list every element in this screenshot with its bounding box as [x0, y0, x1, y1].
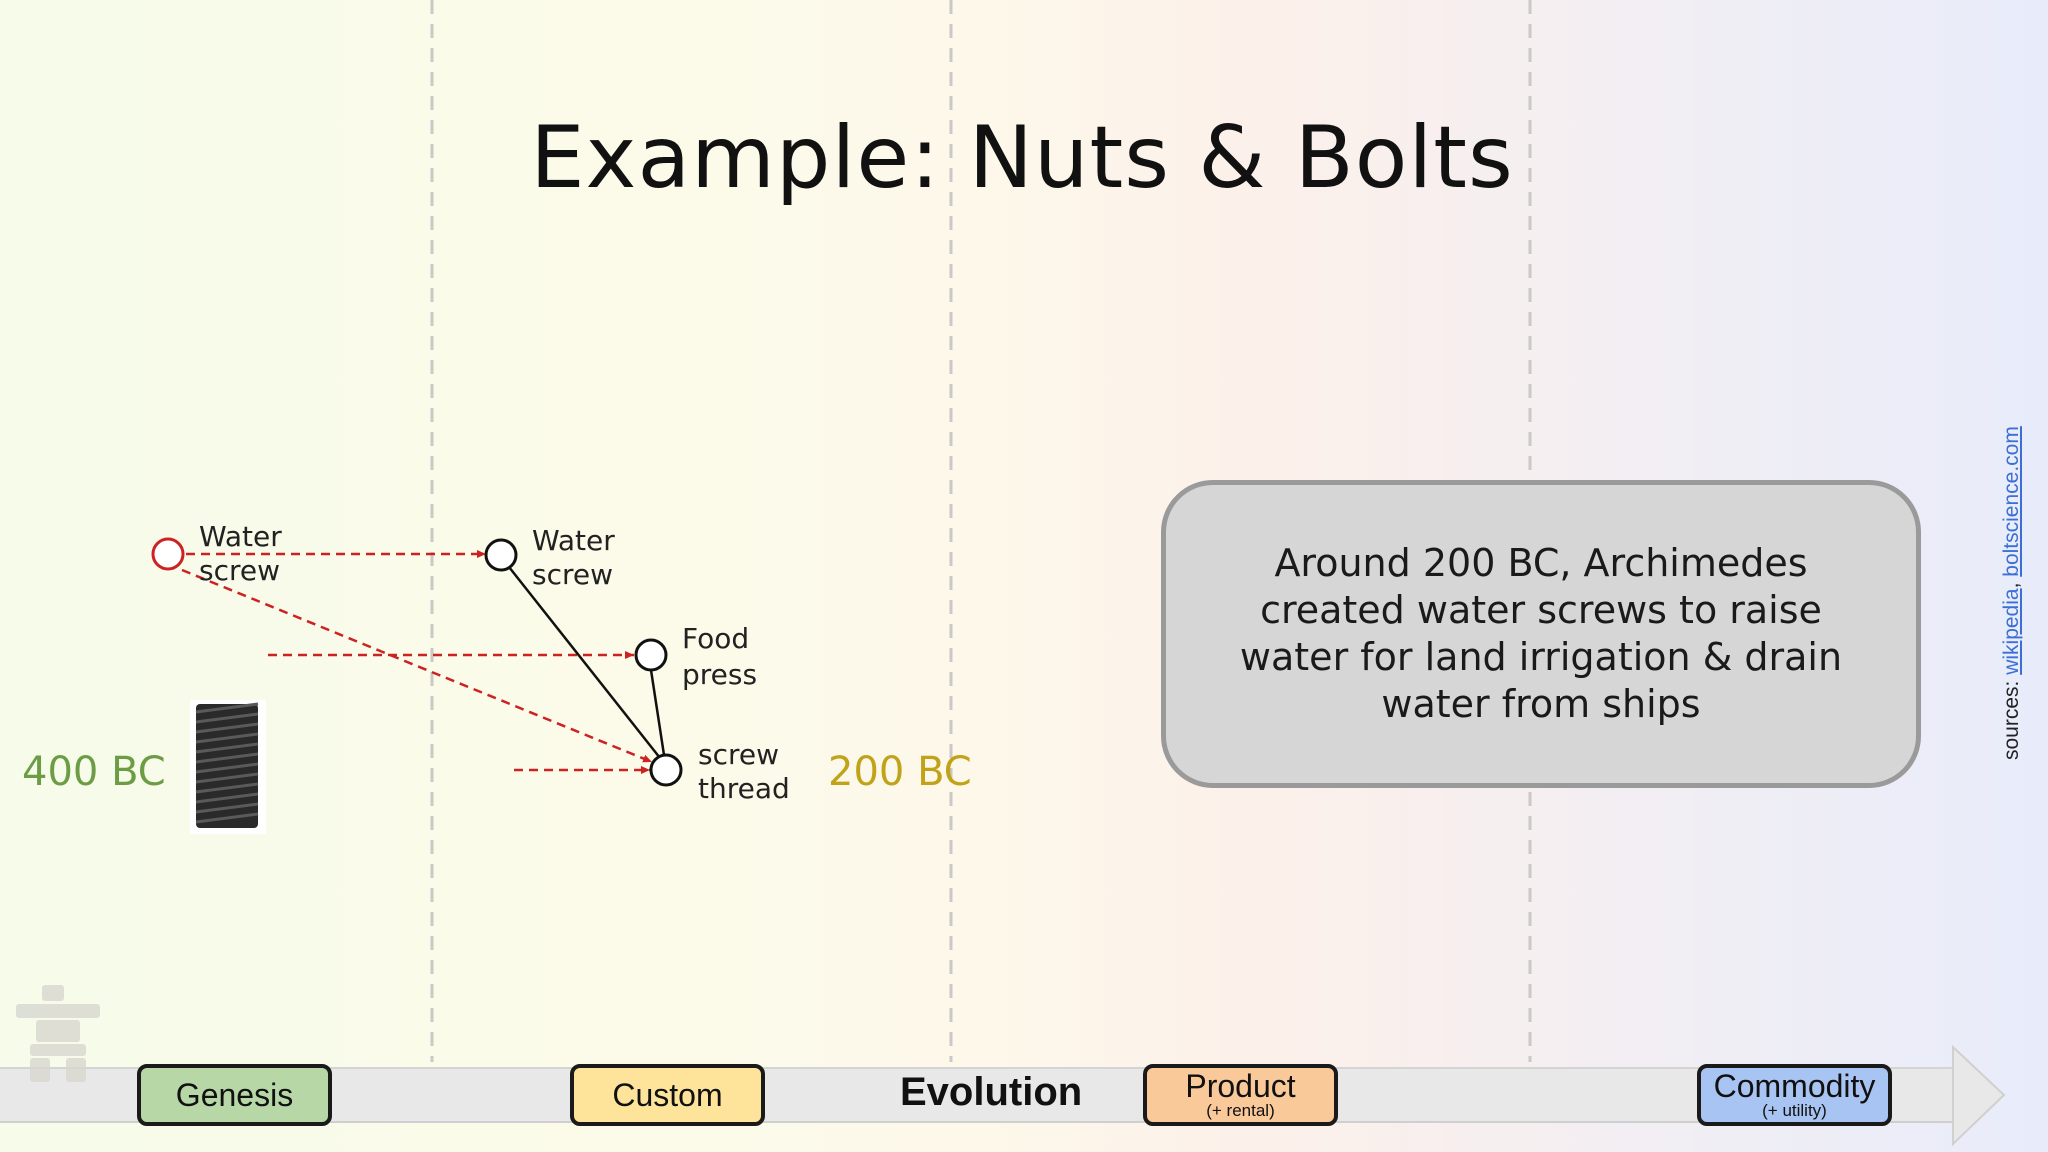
stage-custom: Custom [570, 1064, 765, 1126]
stage-genesis: Genesis [137, 1064, 332, 1126]
source-link-boltscience[interactable]: boltscience.com [2000, 426, 2023, 577]
node-food-press[interactable] [634, 638, 668, 672]
stage-custom-label: Custom [612, 1077, 723, 1113]
sources-separator: , [2000, 576, 2023, 589]
sources-note: sources: wikipedia, boltscience.com [2000, 426, 2024, 760]
stage-commodity: Commodity (+ utility) [1697, 1064, 1892, 1126]
stage-genesis-label: Genesis [175, 1077, 294, 1113]
era-label-200bc: 200 BC [828, 749, 972, 795]
source-link-wikipedia[interactable]: wikipedia [2000, 588, 2023, 675]
arrow-head-icon [1952, 1044, 2006, 1147]
stage-product: Product (+ rental) [1143, 1064, 1338, 1126]
label-screw-thread-1: screw [698, 738, 779, 771]
callout-box: Around 200 BC, Archimedes created water … [1161, 480, 1921, 788]
screw-bolt-icon [190, 700, 266, 834]
era-label-400bc: 400 BC [22, 749, 166, 795]
label-water-screw-custom-1: Water [532, 524, 615, 557]
node-screw-thread[interactable] [649, 753, 683, 787]
stage-commodity-label: Commodity [1713, 1068, 1876, 1104]
link-food-press-thread [649, 669, 666, 756]
node-water-screw-custom[interactable] [484, 538, 518, 572]
label-screw-thread-2: thread [698, 772, 790, 805]
label-water-screw-genesis-1: Water [199, 520, 282, 553]
label-water-screw-genesis-2: screw [199, 554, 280, 587]
stage-commodity-sub: (+ utility) [1762, 1101, 1827, 1120]
page-title: Example: Nuts & Bolts [530, 108, 1514, 208]
move-arrow-genesis-thread [181, 568, 653, 764]
callout-text: Around 200 BC, Archimedes created water … [1239, 541, 1843, 726]
link-water-screw-thread [508, 566, 661, 759]
stage-product-label: Product [1185, 1068, 1296, 1104]
evolution-axis-label: Evolution [900, 1070, 1083, 1114]
sources-prefix: sources: [2000, 674, 2023, 760]
label-food-press-2: press [682, 658, 757, 691]
inukshuk-logo-icon [16, 985, 100, 1082]
label-food-press-1: Food [682, 622, 749, 655]
node-water-screw-genesis[interactable] [151, 537, 185, 571]
label-water-screw-custom-2: screw [532, 558, 613, 591]
stage-product-sub: (+ rental) [1206, 1101, 1275, 1120]
